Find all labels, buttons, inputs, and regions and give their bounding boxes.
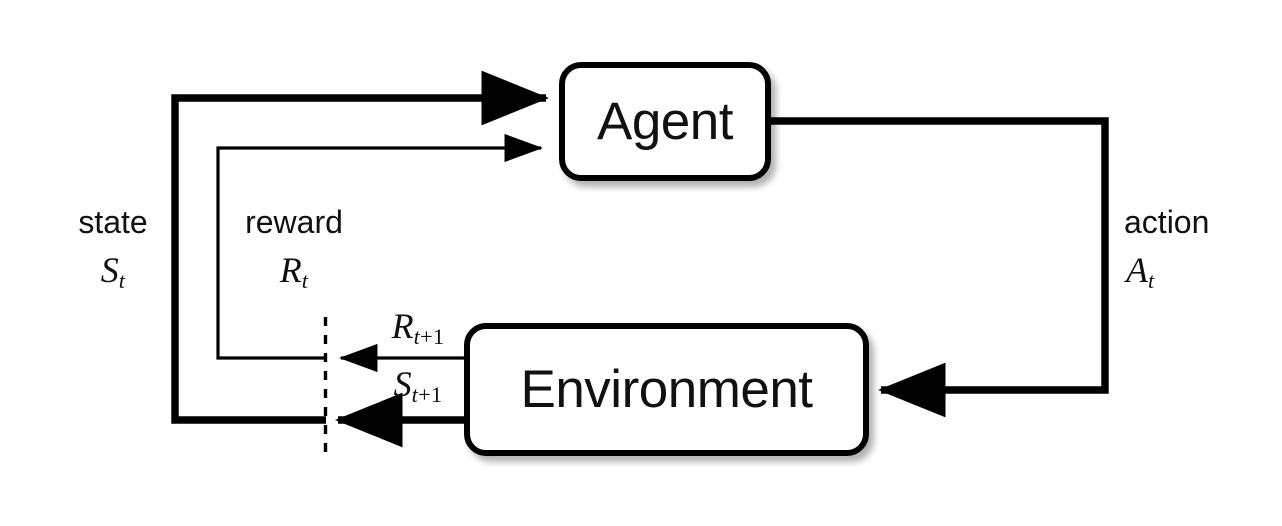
- edge-state-path: [171, 70, 549, 424]
- edge-action-path: [770, 117, 1109, 418]
- reward-edge-symbol: Rt: [279, 250, 309, 294]
- action-edge-symbol: At: [1126, 250, 1155, 294]
- reward-edge-label: reward Rt: [228, 206, 360, 293]
- state-edge-word: state: [78, 204, 148, 240]
- environment-node-label: Environment: [520, 360, 813, 419]
- edge-reward-path: [216, 133, 543, 360]
- state-edge-label: state St: [60, 206, 166, 293]
- state-edge-symbol: St: [100, 250, 126, 294]
- environment-node[interactable]: Environment: [464, 323, 869, 456]
- action-edge-word: action: [1124, 204, 1210, 240]
- agent-node[interactable]: Agent: [559, 62, 771, 181]
- reward-edge-word: reward: [245, 204, 343, 240]
- action-edge-label: action At: [1124, 206, 1250, 293]
- reward-next-edge-label: Rt+1: [391, 306, 445, 350]
- agent-node-label: Agent: [596, 92, 734, 151]
- state-next-edge-label: St+1: [393, 364, 443, 408]
